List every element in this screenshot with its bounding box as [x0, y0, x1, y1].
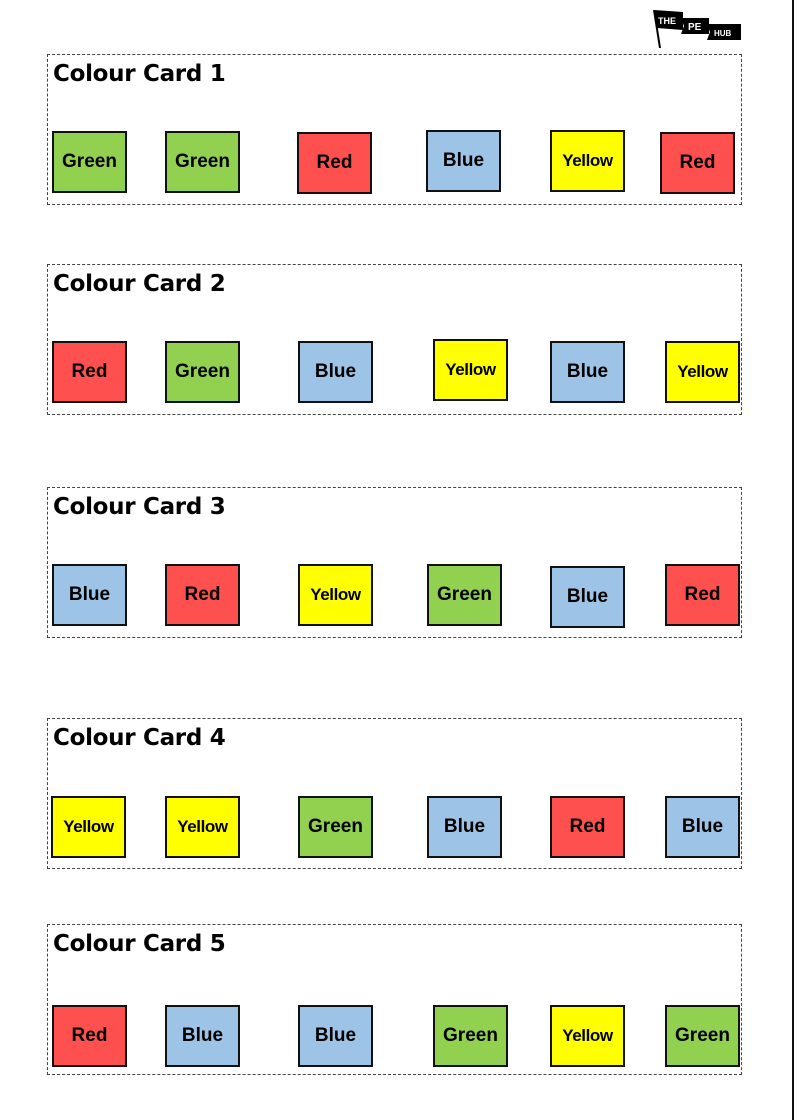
colour-card-5: Colour Card 5 Red Blue Blue Green Yellow Green	[47, 924, 742, 1075]
card-title: Colour Card 1	[53, 61, 226, 87]
svg-text:THE: THE	[658, 16, 676, 26]
colour-card-4: Colour Card 4 Yellow Yellow Green Blue Red Blu…	[47, 718, 742, 869]
colour-swatch-red: Red	[52, 341, 127, 403]
colour-swatch-yellow: Yellow	[665, 341, 740, 403]
page-edge-rule	[792, 0, 794, 1120]
colour-swatch-red: Red	[660, 132, 735, 194]
colour-swatch-blue: Blue	[665, 796, 740, 858]
colour-swatch-green: Green	[165, 341, 240, 403]
card-title: Colour Card 4	[53, 725, 226, 751]
colour-card-1: Colour Card 1 Green Green Red Blue Yellow Red	[47, 54, 742, 205]
colour-swatch-blue: Blue	[298, 1005, 373, 1067]
colour-swatch-green: Green	[52, 131, 127, 193]
colour-swatch-blue: Blue	[550, 341, 625, 403]
colour-swatch-yellow: Yellow	[51, 796, 126, 858]
colour-swatch-green: Green	[665, 1005, 740, 1067]
colour-swatch-yellow: Yellow	[433, 339, 508, 401]
svg-text:HUB: HUB	[714, 29, 732, 38]
colour-swatch-green: Green	[165, 131, 240, 193]
colour-swatch-blue: Blue	[298, 341, 373, 403]
colour-swatch-yellow: Yellow	[550, 130, 625, 192]
card-title: Colour Card 2	[53, 271, 226, 297]
colour-swatch-blue: Blue	[426, 130, 501, 192]
colour-swatch-yellow: Yellow	[298, 564, 373, 626]
the-pe-hub-logo: THE PE HUB	[651, 8, 743, 49]
card-title: Colour Card 5	[53, 931, 226, 957]
colour-swatch-red: Red	[165, 564, 240, 626]
colour-swatch-red: Red	[297, 132, 372, 194]
colour-swatch-yellow: Yellow	[165, 796, 240, 858]
colour-card-3: Colour Card 3 Blue Red Yellow Green Blue Red	[47, 487, 742, 638]
colour-swatch-red: Red	[665, 564, 740, 626]
colour-swatch-green: Green	[433, 1005, 508, 1067]
card-title: Colour Card 3	[53, 494, 226, 520]
colour-swatch-green: Green	[427, 564, 502, 626]
colour-swatch-green: Green	[298, 796, 373, 858]
colour-swatch-blue: Blue	[427, 796, 502, 858]
colour-card-2: Colour Card 2 Red Green Blue Yellow Blue Yello…	[47, 264, 742, 415]
colour-swatch-yellow: Yellow	[550, 1005, 625, 1067]
colour-swatch-red: Red	[52, 1005, 127, 1067]
colour-swatch-blue: Blue	[52, 564, 127, 626]
svg-text:PE: PE	[688, 22, 702, 33]
colour-swatch-blue: Blue	[550, 566, 625, 628]
flag-logo-icon: THE PE HUB	[653, 9, 741, 49]
colour-swatch-blue: Blue	[165, 1005, 240, 1067]
colour-swatch-red: Red	[550, 796, 625, 858]
